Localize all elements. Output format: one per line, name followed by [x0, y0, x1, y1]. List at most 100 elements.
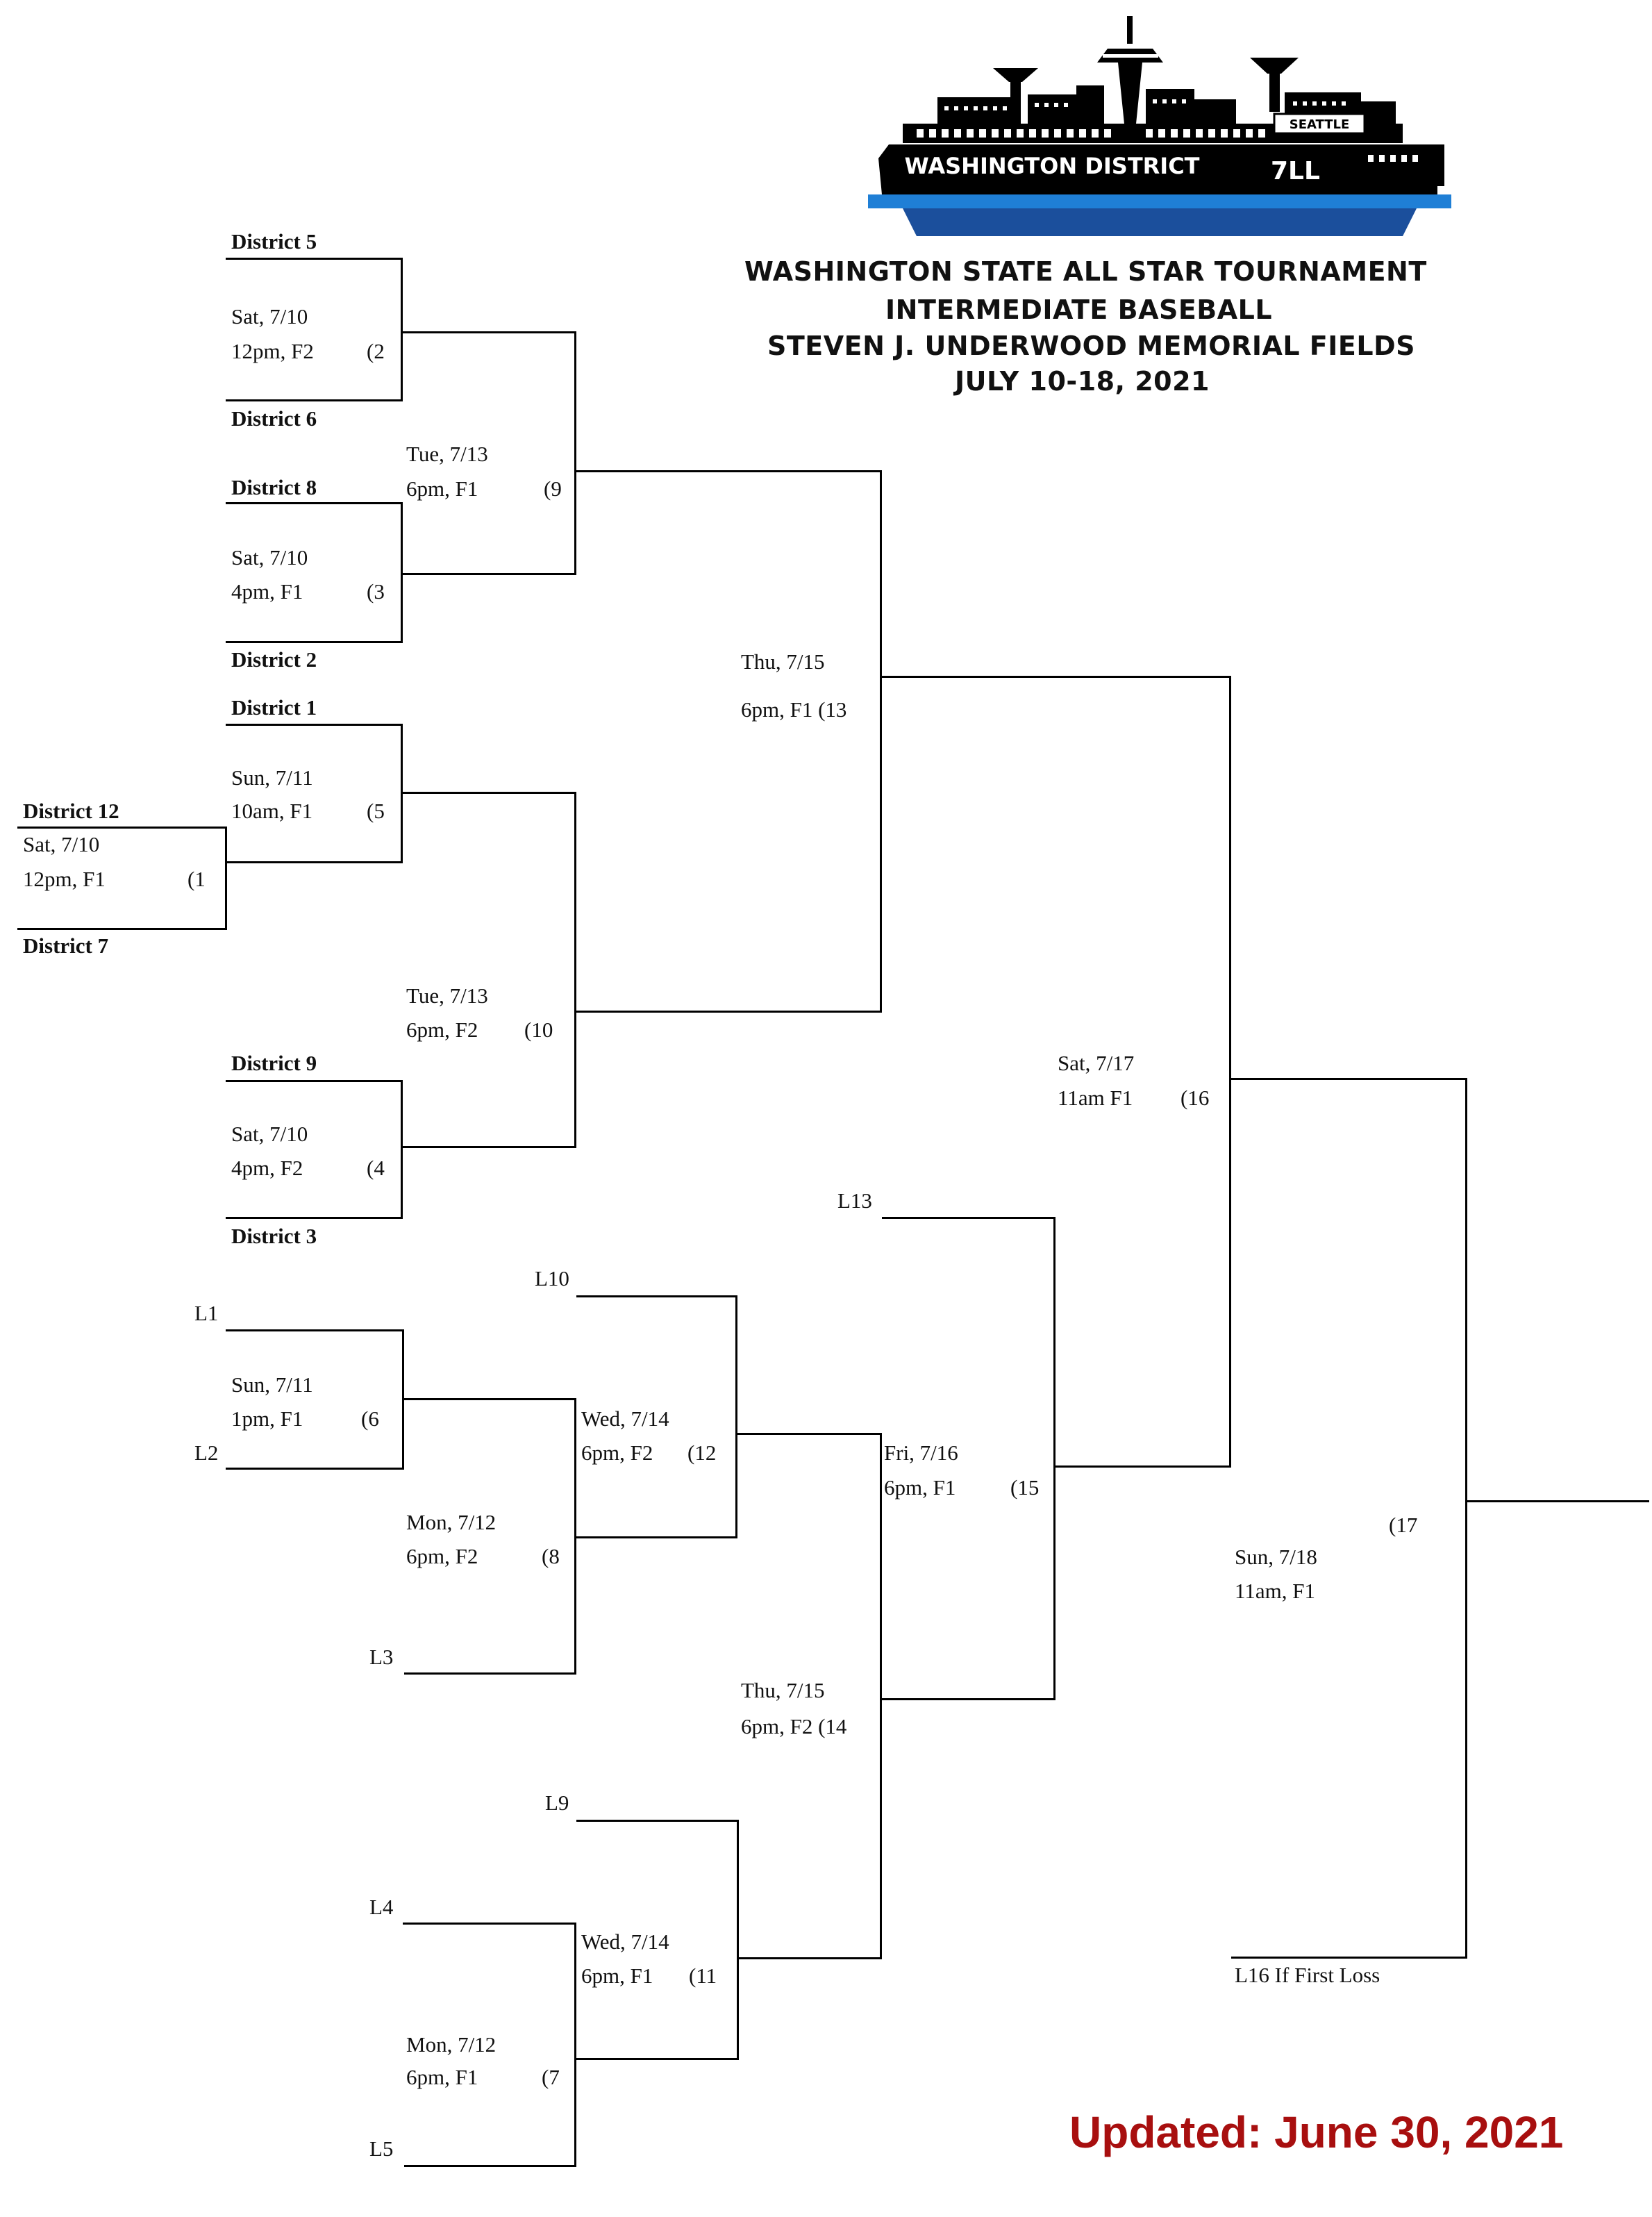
bracket-line — [403, 573, 576, 575]
team-district-9: District 9 — [231, 1051, 317, 1075]
bracket-line — [1231, 1957, 1467, 1959]
bracket-line — [1053, 1217, 1056, 1700]
game-6-day: Sun, 7/11 — [231, 1372, 313, 1397]
game-5-number: (5 — [367, 799, 385, 823]
loser-l13: L13 — [837, 1188, 872, 1213]
game-14-day: Thu, 7/15 — [741, 1678, 825, 1702]
bracket-line — [403, 1923, 576, 1925]
bracket-line — [576, 2058, 739, 2060]
logo-district-name: WASHINGTON DISTRICT — [905, 153, 1200, 179]
game-3-time: 4pm, F1 — [231, 579, 303, 604]
game-12-day: Wed, 7/14 — [581, 1406, 669, 1431]
bracket-line — [227, 861, 403, 863]
logo-district-number: 7LL — [1271, 157, 1320, 185]
header-dates: JULY 10-18, 2021 — [955, 366, 1210, 397]
bracket-line — [403, 792, 576, 794]
bracket-line — [737, 1820, 739, 2060]
game-7-day: Mon, 7/12 — [406, 2032, 497, 2057]
bracket-line — [576, 1536, 737, 1538]
game-4-time: 4pm, F2 — [231, 1156, 303, 1180]
game-1-day: Sat, 7/10 — [23, 832, 100, 856]
bracket-line — [1231, 1078, 1467, 1080]
bracket-line — [880, 470, 882, 1013]
logo-seattle-text: SEATTLE — [1290, 117, 1350, 132]
game-15-day: Fri, 7/16 — [884, 1440, 958, 1465]
bracket-line — [574, 331, 576, 575]
bracket-line — [574, 1398, 576, 1675]
loser-l5: L5 — [369, 2136, 394, 2161]
game-8-time: 6pm, F2 — [406, 1544, 478, 1568]
loser-l10: L10 — [535, 1266, 569, 1290]
game-9-day: Tue, 7/13 — [406, 442, 488, 466]
bracket-line — [737, 1433, 882, 1435]
team-district-2: District 2 — [231, 647, 317, 672]
game-9-number: (9 — [544, 476, 562, 501]
bracket-line — [17, 928, 227, 930]
bracket-line — [576, 1820, 739, 1822]
team-district-8: District 8 — [231, 475, 317, 499]
loser-l16: L16 If First Loss — [1235, 1963, 1380, 1987]
game-16-number: (16 — [1180, 1086, 1210, 1110]
team-district-12: District 12 — [23, 799, 119, 823]
game-17-time: 11am, F1 — [1235, 1579, 1315, 1603]
game-12-time: 6pm, F2 — [581, 1440, 653, 1465]
bracket-line — [404, 1672, 576, 1675]
bracket-line — [882, 676, 1231, 678]
game-17-day: Sun, 7/18 — [1235, 1545, 1317, 1569]
updated-date: Updated: June 30, 2021 — [1069, 2107, 1564, 2157]
game-1-time: 12pm, F1 — [23, 867, 106, 891]
game-2-time: 12pm, F2 — [231, 339, 314, 363]
bracket-line — [1467, 1500, 1649, 1502]
bracket-line — [882, 1217, 1056, 1219]
bracket-line — [226, 399, 403, 401]
bracket-line — [1056, 1465, 1231, 1468]
game-2-number: (2 — [367, 339, 385, 363]
bracket-line — [882, 1698, 1056, 1700]
bracket-line — [574, 792, 576, 1148]
bracket-line — [226, 1217, 403, 1219]
team-district-5: District 5 — [231, 229, 317, 254]
header-title: WASHINGTON STATE ALL STAR TOURNAMENT — [744, 256, 1427, 287]
bracket-line — [226, 502, 403, 504]
game-11-time: 6pm, F1 — [581, 1963, 653, 1988]
bracket-line — [401, 502, 403, 643]
bracket-line — [735, 1295, 737, 1538]
loser-l4: L4 — [369, 1895, 394, 1919]
bracket-line — [402, 1329, 404, 1470]
game-10-time: 6pm, F2 — [406, 1018, 478, 1042]
game-1-number: (1 — [187, 867, 206, 891]
bracket-line — [226, 641, 403, 643]
team-district-1: District 1 — [231, 695, 317, 720]
team-district-7: District 7 — [23, 933, 109, 958]
bracket-line — [401, 724, 403, 863]
team-district-3: District 3 — [231, 1224, 317, 1248]
game-15-number: (15 — [1010, 1475, 1040, 1500]
loser-l1: L1 — [194, 1301, 219, 1325]
bracket-line — [1465, 1078, 1467, 1959]
district-logo: SEATTLE WASHINGTON DISTRICT 7LL — [868, 16, 1451, 236]
bracket-line — [226, 1468, 404, 1470]
game-14-time: 6pm, F2 (14 — [741, 1714, 847, 1738]
bracket-line — [403, 1146, 576, 1148]
bracket-line — [404, 2165, 576, 2167]
bracket-line — [226, 1080, 403, 1082]
game-2-day: Sat, 7/10 — [231, 304, 308, 329]
loser-l2: L2 — [194, 1440, 219, 1465]
game-13-time: 6pm, F1 (13 — [741, 697, 847, 722]
game-9-time: 6pm, F1 — [406, 476, 478, 501]
header-division: INTERMEDIATE BASEBALL — [885, 294, 1273, 325]
game-7-time: 6pm, F1 — [406, 2065, 478, 2089]
game-10-day: Tue, 7/13 — [406, 983, 488, 1008]
team-district-6: District 6 — [231, 406, 317, 431]
game-16-day: Sat, 7/17 — [1058, 1051, 1135, 1075]
game-6-time: 1pm, F1 — [231, 1406, 303, 1431]
game-3-day: Sat, 7/10 — [231, 545, 308, 570]
bracket-line — [403, 331, 576, 333]
bracket-line — [226, 258, 403, 260]
bracket-line — [1229, 676, 1231, 1468]
bracket-line — [401, 258, 403, 401]
game-6-number: (6 — [361, 1406, 379, 1431]
game-8-number: (8 — [542, 1544, 560, 1568]
bracket-line — [17, 827, 227, 829]
